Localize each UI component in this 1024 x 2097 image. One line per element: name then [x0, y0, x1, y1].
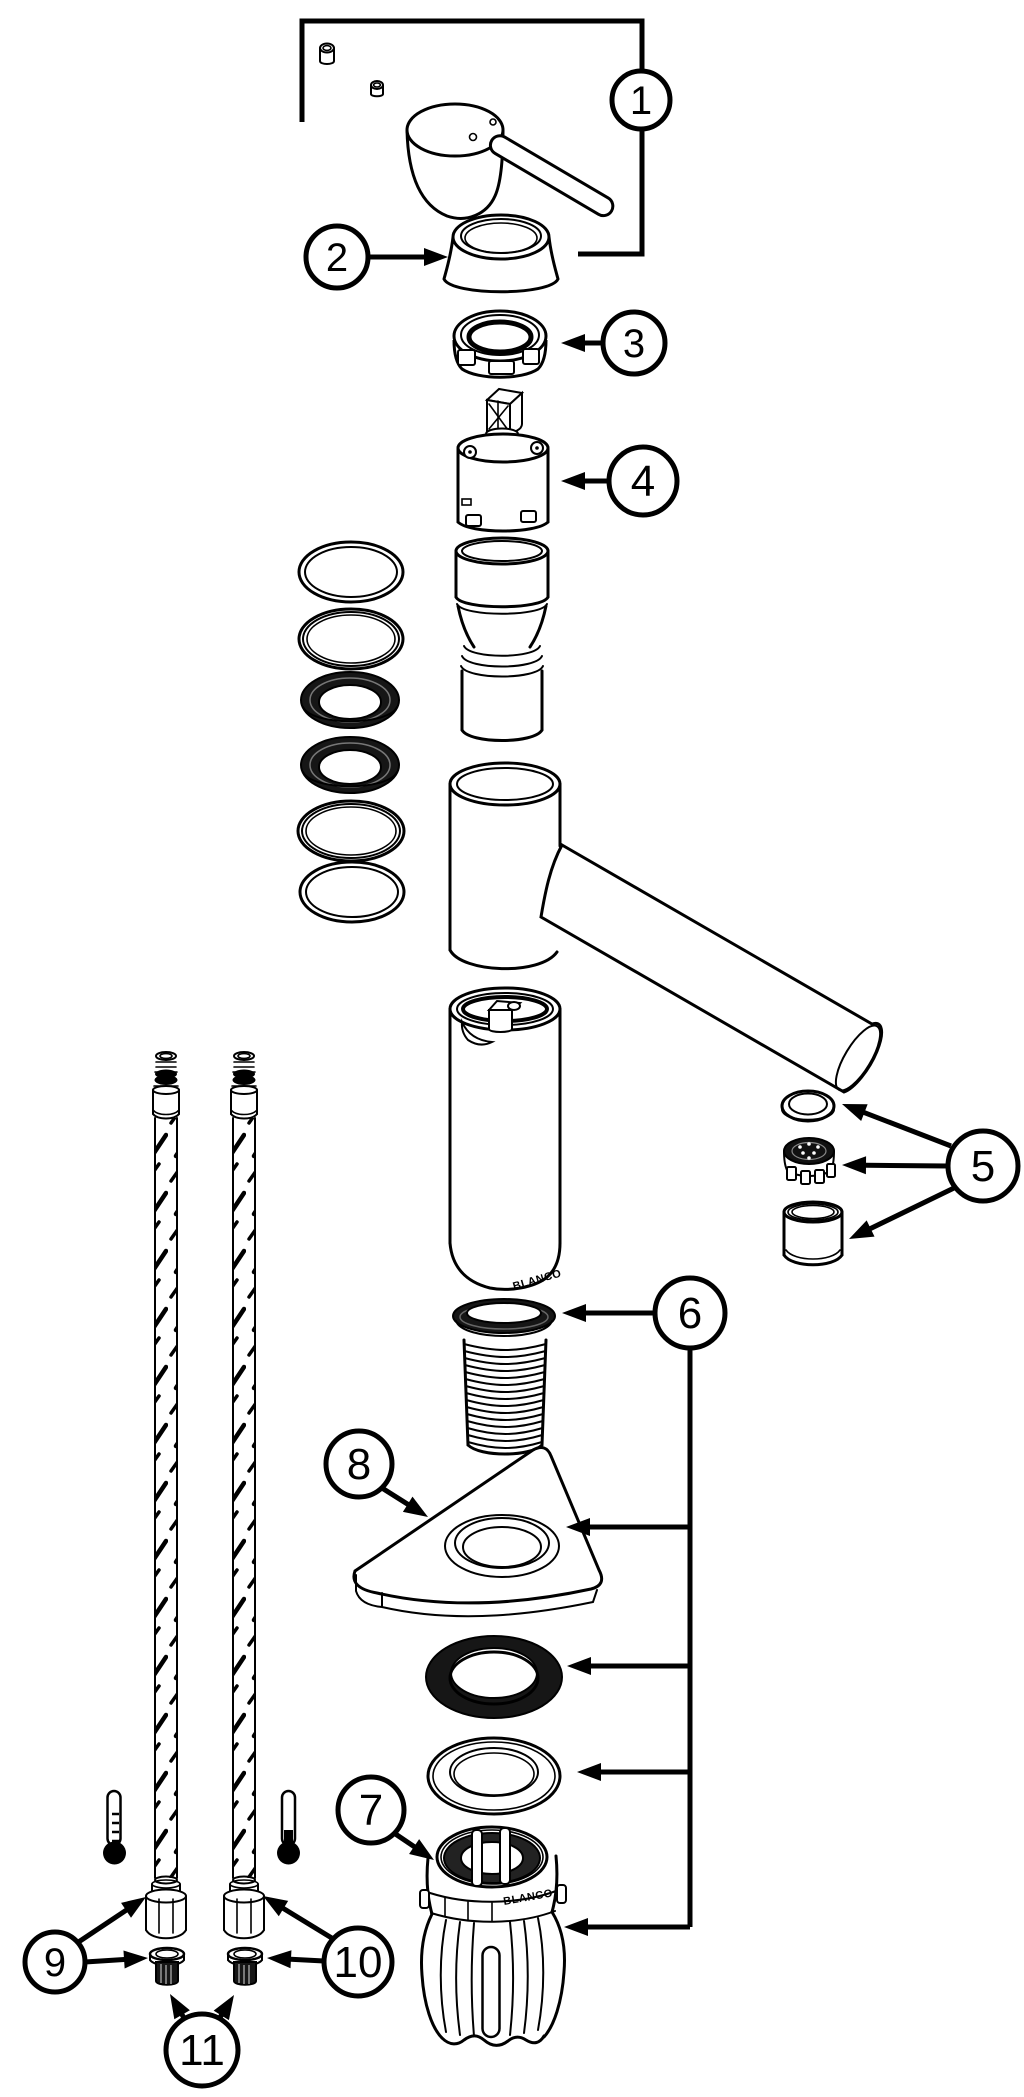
hose-nut — [145, 1875, 187, 1940]
callout-number: 10 — [334, 1938, 383, 1987]
callout-number: 6 — [678, 1289, 702, 1338]
callout-2: 2 — [303, 223, 371, 291]
callout-circle — [303, 223, 371, 291]
callout-number: 4 — [631, 457, 655, 506]
valve-seat-detail — [460, 999, 523, 1046]
supply-hose-right — [223, 1051, 265, 1986]
arrow — [267, 1950, 325, 1969]
screw-plug — [370, 80, 384, 98]
callout-circle — [163, 2011, 241, 2089]
shank-o-ring — [452, 1298, 556, 1337]
locking-ring — [452, 309, 548, 379]
aerator-washer — [780, 1089, 836, 1123]
callout-8: 8 — [323, 1428, 395, 1500]
o-ring — [296, 799, 406, 863]
supply-hose-left — [145, 1051, 187, 1986]
callout-6: 6 — [652, 1275, 728, 1351]
callout-circle — [321, 1925, 395, 1999]
arrow — [564, 1918, 690, 1936]
handle-dome — [405, 102, 505, 220]
mounting-nut: BLANCO — [419, 1825, 567, 2047]
spout-adapter — [454, 536, 550, 742]
callout-circle — [323, 1428, 395, 1500]
arrow — [842, 1104, 952, 1149]
arrow — [566, 1518, 690, 1536]
o-ring-stack — [296, 540, 406, 924]
arrow — [577, 1763, 690, 1781]
callout-3: 3 — [600, 309, 668, 377]
spout-tube — [539, 842, 884, 1094]
callout-circle — [606, 444, 680, 518]
arrow — [849, 1185, 956, 1239]
aerator-insert — [783, 1137, 836, 1185]
o-ring — [297, 607, 405, 671]
arrow — [368, 248, 448, 266]
callout-5: 5 — [945, 1128, 1021, 1204]
callout-number: 11 — [179, 2026, 225, 2075]
callout-7: 7 — [335, 1774, 407, 1846]
callout-number: 7 — [359, 1786, 383, 1835]
spout — [448, 761, 884, 1094]
arrow — [842, 1156, 949, 1175]
callout-number: 2 — [326, 236, 348, 280]
callout-circle — [945, 1128, 1021, 1204]
callout-circle — [600, 309, 668, 377]
arrow — [562, 1304, 655, 1322]
callout-number: 1 — [630, 79, 652, 123]
callout-number: 3 — [623, 322, 645, 366]
stabilizer-plate — [352, 1446, 604, 1618]
metal-washer — [426, 1736, 562, 1816]
set-screw — [319, 42, 335, 65]
callout-circle — [335, 1774, 407, 1846]
callout-circle — [652, 1275, 728, 1351]
handle-group-bracket — [299, 18, 645, 257]
thermometer-hot-icon — [103, 1789, 126, 1865]
aerator-set — [780, 1089, 844, 1267]
arrow — [392, 1830, 434, 1860]
cartridge — [456, 387, 550, 533]
arrow — [567, 1657, 690, 1675]
faucet-body: BLANCO — [448, 986, 563, 1293]
callout-10: 10 — [321, 1925, 395, 1999]
threaded-shank — [462, 1338, 548, 1456]
brand-label-nut: BLANCO — [502, 1887, 553, 1908]
callout-1: 1 — [609, 68, 673, 132]
hose-nut — [223, 1875, 265, 1940]
bushing — [226, 1946, 264, 1986]
trim-cap — [442, 213, 560, 294]
seal-ring — [300, 671, 400, 729]
callout-circle — [22, 1929, 88, 1995]
seal-ring — [300, 736, 400, 794]
o-ring — [297, 540, 405, 604]
callout-9: 9 — [22, 1929, 88, 1995]
aerator-housing — [782, 1200, 844, 1267]
arrow — [561, 472, 609, 490]
bushing — [148, 1946, 186, 1986]
arrow — [380, 1485, 428, 1517]
callout-number: 9 — [44, 1941, 66, 1985]
thermometer-cold-icon — [277, 1789, 300, 1865]
arrow — [263, 1896, 337, 1943]
callout-circle — [609, 68, 673, 132]
arrow — [170, 1994, 190, 2020]
arrow — [561, 334, 603, 352]
handle-assembly — [319, 42, 615, 220]
o-ring — [298, 860, 406, 924]
callout-number: 8 — [347, 1440, 371, 1489]
handle-lever — [488, 134, 615, 218]
callout-number: 5 — [971, 1142, 995, 1191]
rubber-washer — [425, 1635, 563, 1719]
arrow — [75, 1897, 146, 1946]
callout-11: 11 — [163, 2011, 241, 2089]
arrow — [84, 1950, 148, 1969]
callout-4: 4 — [606, 444, 680, 518]
